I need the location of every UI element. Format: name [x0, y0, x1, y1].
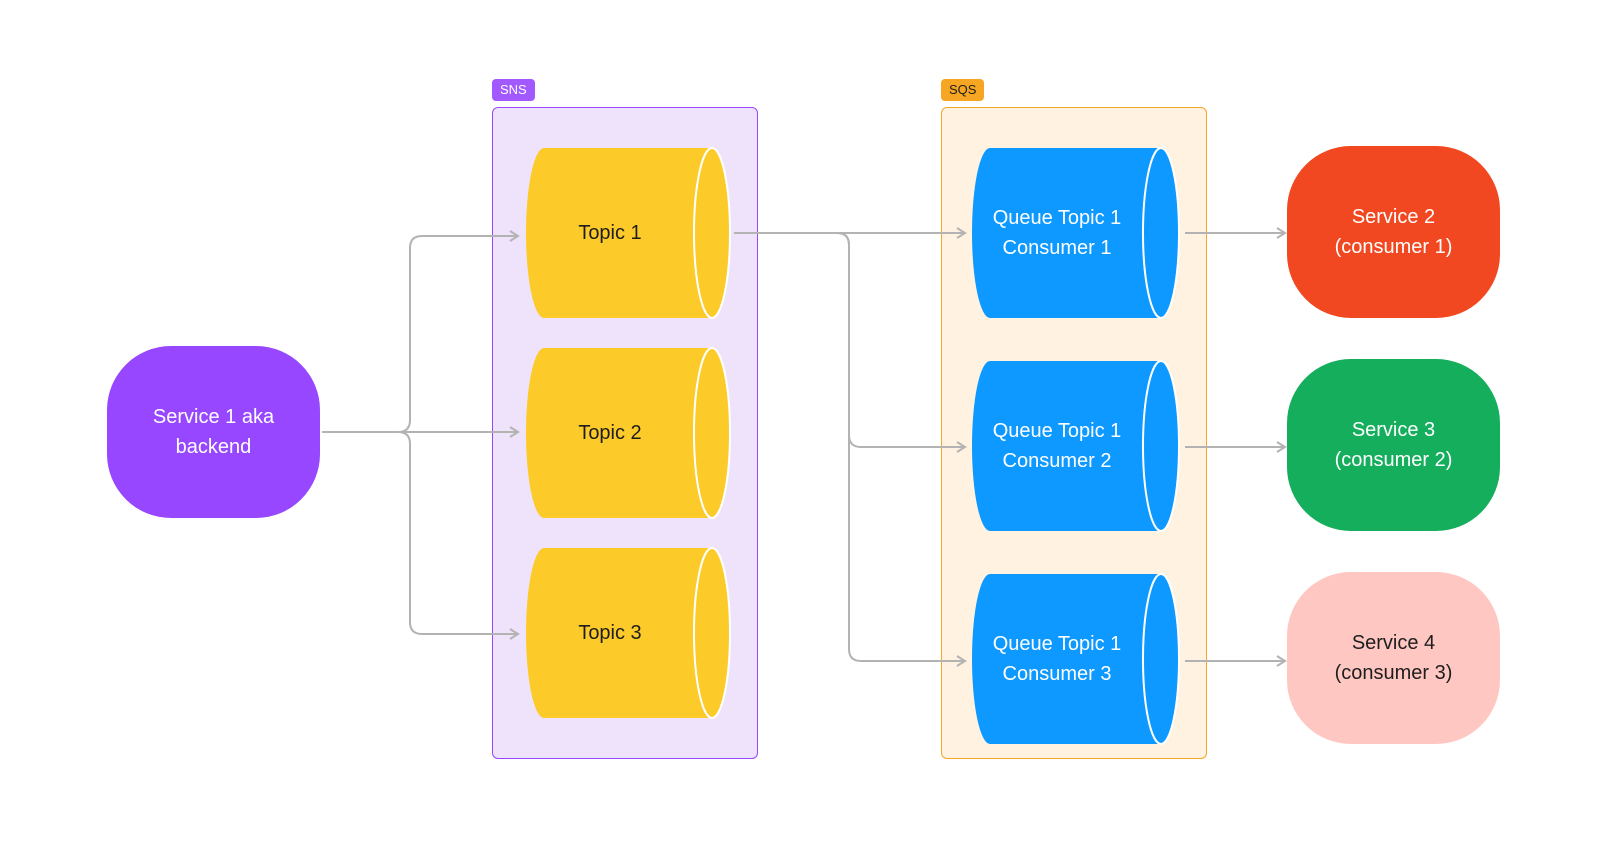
topic-3-cylinder[interactable]: [526, 547, 731, 719]
sns-group-badge[interactable]: SNS: [492, 79, 535, 101]
queue-2-cylinder[interactable]: [972, 360, 1180, 532]
topic-1-cylinder[interactable]: [526, 147, 731, 319]
queue-1-label: Queue Topic 1 Consumer 1: [992, 207, 1122, 259]
queue-3-cylinder[interactable]: [972, 573, 1180, 745]
queue-2-label: Queue Topic 1 Consumer 2: [992, 420, 1122, 472]
topic-1-label: Topic 1: [578, 222, 642, 244]
service-2-node[interactable]: Service 2 (consumer 1): [1287, 146, 1500, 318]
connector-topic1-queue3[interactable]: [734, 232, 967, 667]
topic-3-label: Topic 3: [578, 622, 642, 644]
queue-1-cylinder[interactable]: [972, 147, 1180, 319]
connector-service1-topic3[interactable]: [322, 431, 520, 640]
connectors: [322, 227, 1287, 667]
service-4-node[interactable]: Service 4 (consumer 3): [1287, 572, 1500, 744]
connector-service1-topic1[interactable]: [322, 230, 520, 433]
topic-2-cylinder[interactable]: [526, 347, 731, 519]
queue-3-label: Queue Topic 1 Consumer 3: [992, 633, 1122, 685]
service-3-node[interactable]: Service 3 (consumer 2): [1287, 359, 1500, 531]
sqs-group-badge[interactable]: SQS: [941, 79, 985, 101]
service-1-node[interactable]: Service 1 aka backend: [107, 346, 320, 518]
topic-2-label: Topic 2: [578, 422, 642, 444]
